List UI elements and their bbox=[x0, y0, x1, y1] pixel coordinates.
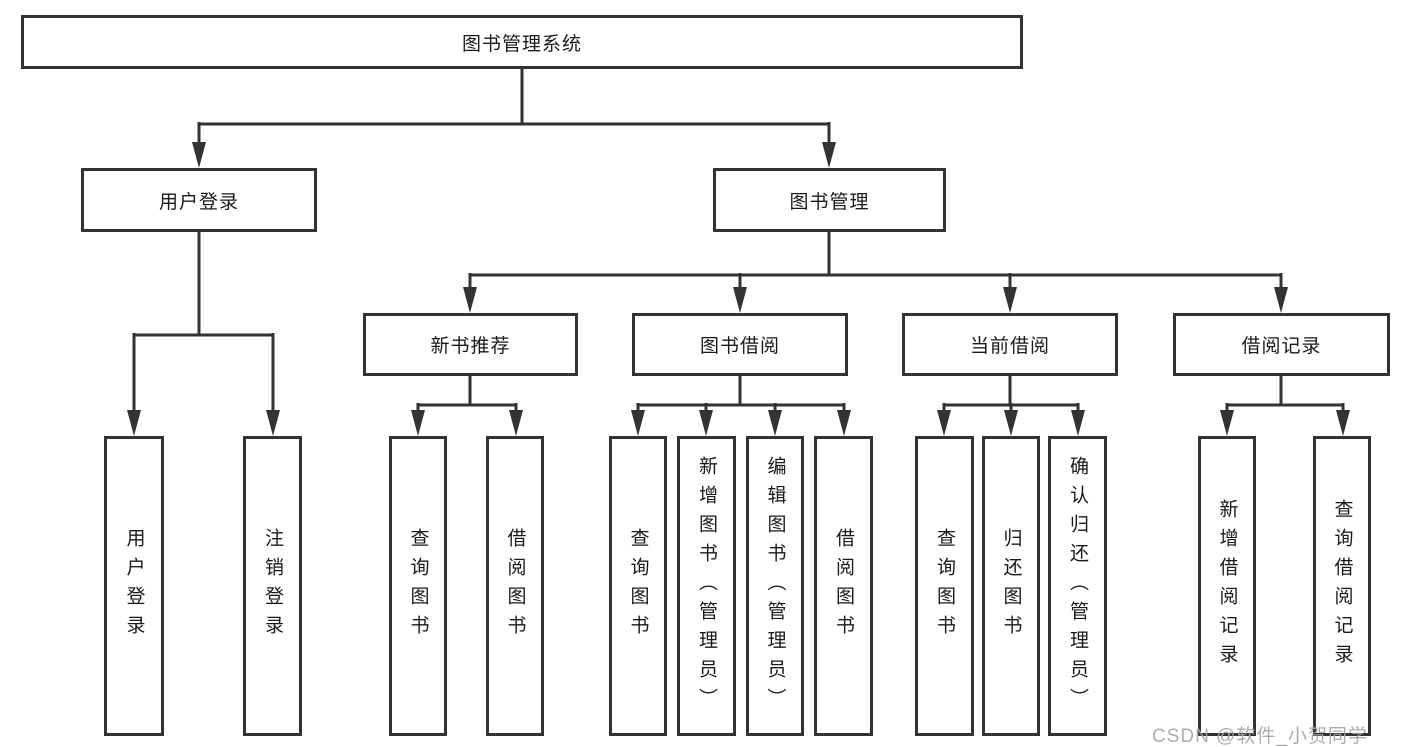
leaf-label: 查询图书 bbox=[934, 528, 955, 644]
arrow-down-icon bbox=[768, 410, 782, 436]
leaf-label: 编辑图书（管理员） bbox=[764, 455, 786, 717]
connector-lines bbox=[132, 69, 1345, 414]
leaf-label: 查询图书 bbox=[407, 528, 429, 644]
node-borrowing-records: 借阅记录 bbox=[1173, 313, 1390, 376]
arrow-down-icon bbox=[509, 410, 523, 436]
arrow-down-icon bbox=[837, 410, 851, 436]
arrow-down-icon bbox=[1004, 410, 1018, 436]
leaf-label: 借阅图书 bbox=[833, 528, 854, 644]
node-leaf-borrow-books: 借阅图书 bbox=[814, 436, 873, 736]
arrow-down-icon bbox=[192, 142, 206, 168]
arrow-down-icon bbox=[1274, 287, 1288, 313]
node-leaf-user-login: 用户登录 bbox=[104, 436, 164, 736]
node-leaf-confirm-return-admin: 确认归还（管理员） bbox=[1048, 436, 1107, 736]
leaf-label: 查询图书 bbox=[627, 528, 649, 644]
node-book-management: 图书管理 bbox=[713, 168, 946, 232]
node-leaf-return-books: 归还图书 bbox=[982, 436, 1040, 736]
arrow-down-icon bbox=[1003, 287, 1017, 313]
node-leaf-edit-books-admin: 编辑图书（管理员） bbox=[746, 436, 804, 736]
arrow-down-icon bbox=[822, 142, 836, 168]
arrow-down-icon bbox=[1220, 410, 1234, 436]
leaf-label: 借阅图书 bbox=[504, 528, 526, 644]
node-leaf-add-borrow-record: 新增借阅记录 bbox=[1198, 436, 1256, 736]
node-leaf-query-books-current: 查询图书 bbox=[915, 436, 974, 736]
node-leaf-query-books-borrowing: 查询图书 bbox=[609, 436, 667, 736]
node-library-management-system: 图书管理系统 bbox=[21, 15, 1023, 69]
leaf-label: 用户登录 bbox=[123, 528, 145, 644]
node-leaf-add-books-admin: 新增图书（管理员） bbox=[677, 436, 736, 736]
arrow-down-icon bbox=[937, 410, 951, 436]
node-leaf-logout: 注销登录 bbox=[243, 436, 302, 736]
node-leaf-borrow-books-recommend: 借阅图书 bbox=[486, 436, 544, 736]
arrow-down-icon bbox=[631, 410, 645, 436]
arrow-down-icon bbox=[699, 410, 713, 436]
leaf-label: 归还图书 bbox=[1000, 528, 1022, 644]
arrow-down-icon bbox=[1336, 410, 1350, 436]
node-leaf-query-borrow-record: 查询借阅记录 bbox=[1313, 436, 1371, 736]
node-new-book-recommend: 新书推荐 bbox=[363, 313, 578, 376]
leaf-label: 确认归还（管理员） bbox=[1067, 455, 1088, 717]
node-book-borrowing: 图书借阅 bbox=[632, 313, 848, 376]
arrow-down-icon bbox=[463, 287, 477, 313]
node-leaf-query-books-recommend: 查询图书 bbox=[389, 436, 447, 736]
csdn-watermark: CSDN @软件_小贺同学 bbox=[1152, 726, 1368, 747]
node-current-borrowing: 当前借阅 bbox=[902, 313, 1118, 376]
leaf-label: 新增借阅记录 bbox=[1216, 499, 1238, 673]
leaf-label: 新增图书（管理员） bbox=[696, 455, 717, 717]
arrow-down-icon bbox=[266, 410, 280, 436]
arrow-down-icon bbox=[733, 287, 747, 313]
leaf-label: 注销登录 bbox=[262, 528, 283, 644]
arrow-down-icon bbox=[127, 410, 141, 436]
arrow-down-icon bbox=[411, 410, 425, 436]
node-user-login: 用户登录 bbox=[81, 168, 317, 232]
leaf-label: 查询借阅记录 bbox=[1331, 499, 1353, 673]
arrow-down-icon bbox=[1071, 410, 1085, 436]
